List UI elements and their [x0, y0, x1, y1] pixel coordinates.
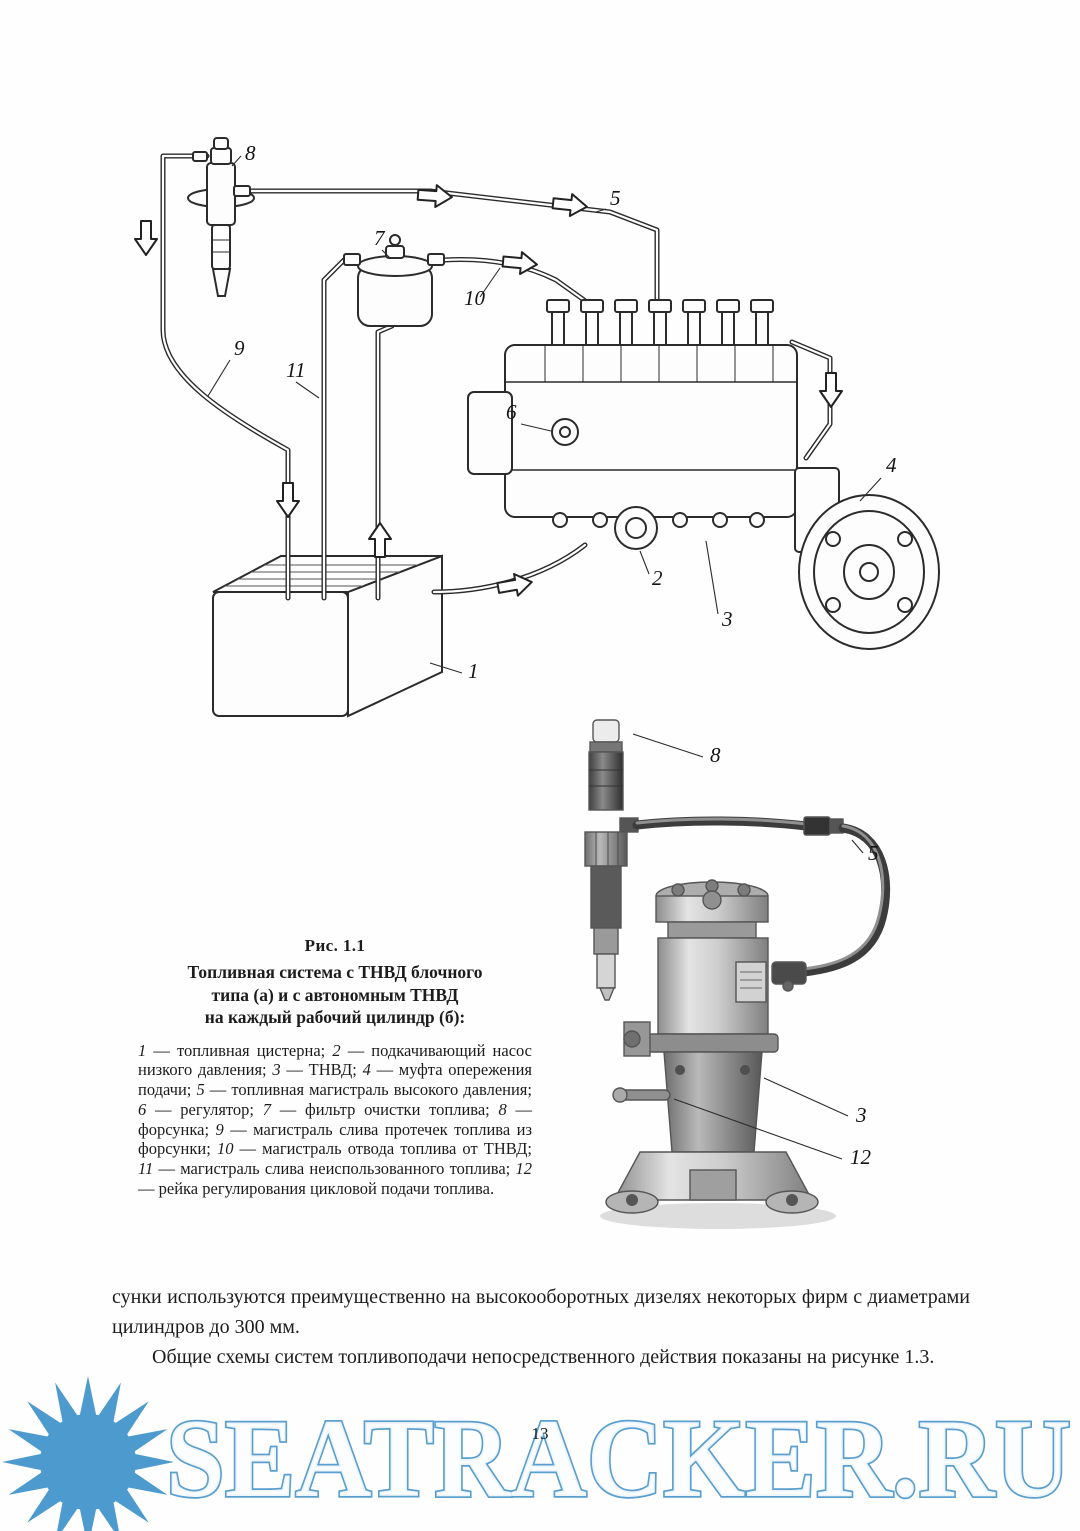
figure-title: Топливная система с ТНВД блочного типа (… — [138, 961, 532, 1029]
callout-9: 9 — [234, 336, 245, 360]
callout-6: 6 — [506, 400, 517, 424]
callout-8b: 8 — [710, 743, 721, 767]
callout-2: 2 — [652, 566, 663, 590]
paragraph: сунки используются преимущественно на вы… — [112, 1286, 970, 1338]
callout-4: 4 — [886, 453, 897, 477]
injector-photo — [584, 719, 639, 1001]
figure-title-line: типа (а) и с автономным ТНВД — [211, 984, 459, 1005]
figure-label: Рис. 1.1 — [304, 936, 366, 955]
name-plate — [735, 961, 767, 1003]
callout-11: 11 — [286, 358, 305, 382]
figure-title-line: на каждый рабочий цилиндр (б): — [204, 1007, 466, 1027]
legend-item: 9 — магистраль слива протечек топлива из… — [138, 1119, 532, 1159]
legend-item: 10 — магистраль отвода топлива от ТНВД; — [216, 1139, 532, 1159]
callout-12b: 12 — [850, 1145, 872, 1169]
sun-icon — [2, 1376, 174, 1531]
callout-3b: 3 — [855, 1103, 867, 1127]
callout-5b: 5 — [868, 841, 879, 865]
page-number: 13 — [531, 1424, 549, 1443]
legend-item: 1 — топливная цистерна; — [138, 1040, 333, 1060]
legend-item: 4 — муфта опережения подачи; — [138, 1060, 532, 1100]
pump-photo-figure: 8 5 3 12 — [584, 719, 891, 1229]
callout-7: 7 — [374, 226, 386, 250]
diagram-a-callouts: 1 2 3 4 5 6 7 8 9 10 11 — [207, 141, 897, 683]
fuel-tank — [212, 554, 443, 718]
standalone-pump — [605, 879, 819, 1214]
callout-10: 10 — [464, 286, 486, 310]
legend-item: 7 — фильтр очистки топлива; — [262, 1099, 499, 1119]
watermark: SEATRACKER.RU — [2, 1376, 1073, 1531]
legend-item: 2 — подкачивающий насос низкого давления… — [138, 1040, 533, 1080]
fuel-system-diagram: 1 2 3 4 5 6 7 8 9 10 11 — [134, 137, 940, 718]
control-rack — [612, 1087, 671, 1103]
delivery-stubs — [546, 299, 774, 349]
injection-pump — [467, 299, 940, 650]
fuel-filter — [343, 234, 445, 327]
legend-item: 6 — регулятор; — [138, 1099, 263, 1119]
advance-coupling — [798, 494, 940, 650]
diagram-b-callouts: 8 5 3 12 — [632, 733, 879, 1169]
high-pressure-line — [632, 816, 891, 992]
legend-item: 11 — магистраль слива неиспользованного … — [138, 1159, 516, 1179]
callout-1: 1 — [468, 659, 479, 683]
watermark-text: SEATRACKER.RU — [166, 1397, 1071, 1521]
figure-caption: Рис. 1.1 Топливная система с ТНВД блочно… — [138, 936, 532, 1199]
callout-8: 8 — [245, 141, 256, 165]
paragraph: Общие схемы систем топливоподачи непосре… — [152, 1346, 935, 1368]
governor-housing — [467, 391, 513, 475]
callout-3: 3 — [721, 607, 733, 631]
body-text: сунки используются преимущественно на вы… — [112, 1282, 970, 1372]
figure-legend: 1 — топливная цистерна; 2 — подкачивающи… — [138, 1041, 532, 1199]
legend-item: 3 — ТНВД; — [272, 1060, 363, 1080]
legend-item: 5 — топливная магистраль высокого давлен… — [196, 1080, 532, 1100]
callout-5: 5 — [610, 186, 621, 210]
legend-item: 8 — форсунка; — [138, 1099, 533, 1139]
legend-item: 12 — рейка регулирования цикловой подачи… — [138, 1159, 532, 1199]
injector — [187, 137, 255, 297]
figure-title-line: Топливная система с ТНВД блочного — [187, 962, 483, 982]
